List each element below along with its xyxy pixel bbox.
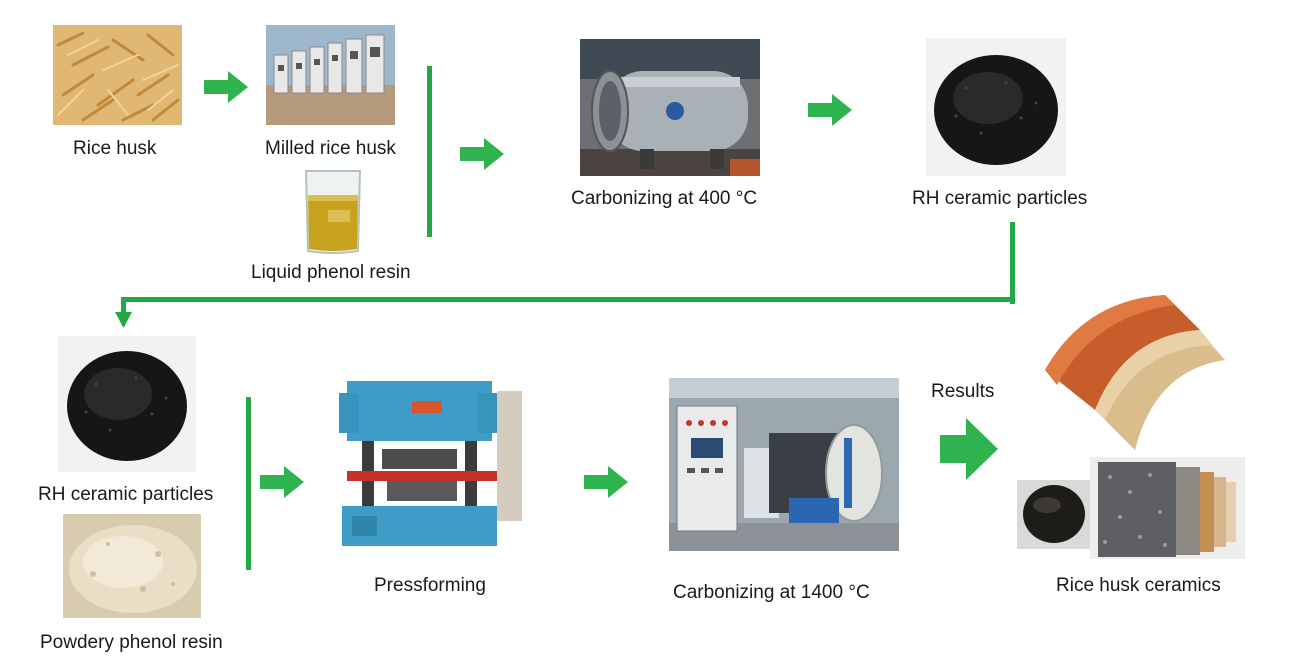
- liquid-phenol-resin-label: Liquid phenol resin: [251, 262, 411, 283]
- pressforming-label: Pressforming: [374, 575, 486, 596]
- arrow-right-icon: [584, 466, 628, 498]
- rh-ceramic-particles-top-label: RH ceramic particles: [912, 188, 1088, 209]
- arrow-down-icon: [115, 312, 132, 328]
- connector-line: [121, 297, 126, 317]
- rh-ceramic-particles-photo: [58, 336, 196, 472]
- merge-line: [427, 66, 432, 237]
- vacuum-furnace-photo: [669, 378, 899, 551]
- rice-husk-ceramics-label: Rice husk ceramics: [1056, 575, 1221, 596]
- powdery-phenol-resin-label: Powdery phenol resin: [40, 632, 223, 653]
- liquid-phenol-resin-photo: [298, 165, 368, 255]
- rice-husk-photo: [53, 25, 182, 125]
- results-label: Results: [931, 381, 995, 402]
- connector-line: [1010, 222, 1015, 304]
- arrow-right-icon: [204, 71, 248, 103]
- rh-ceramic-particles-bottom-label: RH ceramic particles: [38, 484, 214, 505]
- rice-husk-label: Rice husk: [73, 138, 157, 159]
- rh-ceramic-particles-photo: [926, 38, 1066, 176]
- press-machine-photo: [337, 371, 527, 551]
- arrow-right-icon: [260, 466, 304, 498]
- ceramic-tiles-photo: [1025, 290, 1235, 452]
- arrow-right-icon: [460, 138, 504, 170]
- carbonizing-400-label: Carbonizing at 400 °C: [571, 188, 758, 209]
- ceramic-disc-photo: [1017, 480, 1092, 549]
- arrow-right-icon: [940, 418, 998, 480]
- powdery-phenol-resin-photo: [63, 514, 201, 618]
- milled-rice-husk-photo: [266, 25, 395, 125]
- carbonizing-1400-label: Carbonizing at 1400 °C: [673, 582, 870, 603]
- carbonizing-furnace-photo: [580, 39, 760, 176]
- connector-line: [121, 297, 1015, 302]
- merge-line: [246, 397, 251, 570]
- milled-rice-husk-label: Milled rice husk: [265, 138, 396, 159]
- arrow-right-icon: [808, 94, 852, 126]
- ceramic-samples-photo: [1090, 457, 1245, 559]
